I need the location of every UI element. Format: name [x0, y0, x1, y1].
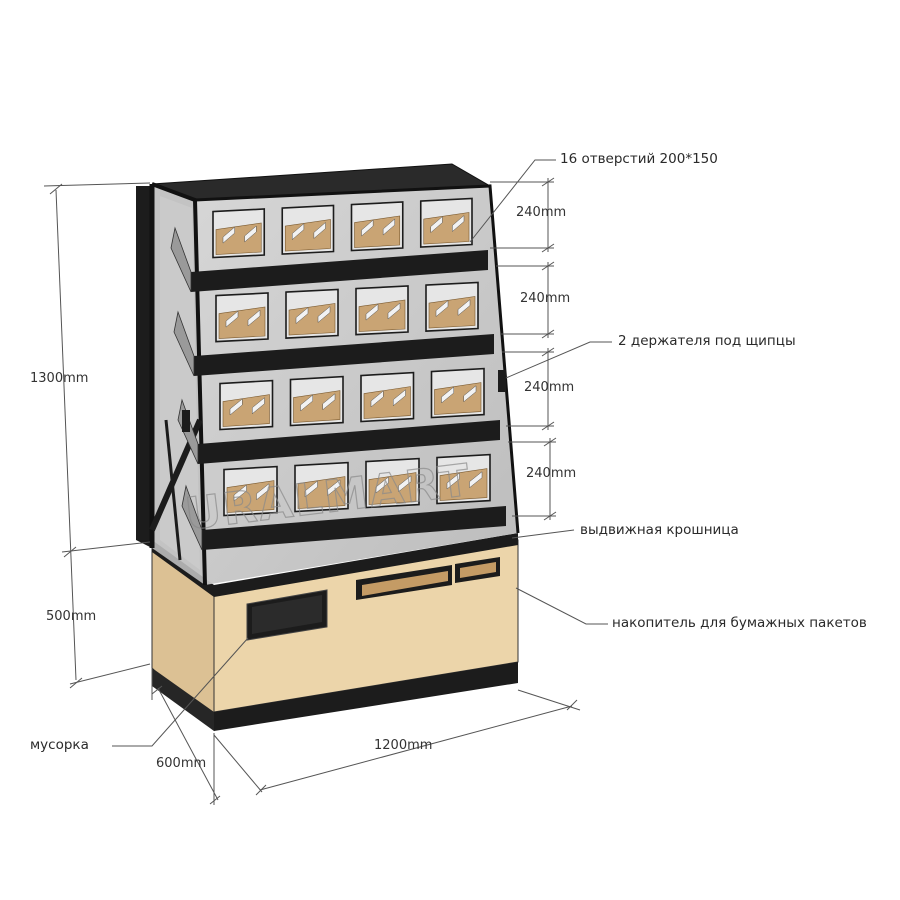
- dimension-depth: 600mm: [156, 756, 207, 771]
- bin-slot: [233, 484, 247, 502]
- dimension-lines: [43, 177, 581, 805]
- dimension-base-height: 500mm: [46, 609, 97, 624]
- shelf-rail: [202, 506, 506, 550]
- bin-slot: [435, 300, 449, 318]
- bin-slot: [441, 386, 454, 404]
- bin-slot: [252, 397, 265, 415]
- bin-slot: [387, 302, 401, 320]
- shelf-rail: [194, 334, 494, 376]
- bin-slot: [452, 214, 465, 233]
- shelf-rail: [198, 420, 500, 464]
- bin-tray: [226, 480, 275, 513]
- shelf-rail: [191, 250, 488, 292]
- bin-tray: [363, 386, 411, 419]
- bin-tray: [358, 299, 406, 332]
- callout-holes: 16 отверстий 200*150: [560, 151, 718, 167]
- bin-slot: [225, 310, 239, 328]
- bin-slot: [300, 394, 313, 412]
- bin-tray: [368, 472, 417, 505]
- tong-holders: [182, 370, 506, 432]
- bin-slot: [463, 385, 477, 403]
- bin-slot: [393, 389, 406, 407]
- leader-lines: [112, 159, 612, 747]
- wooden-base: [151, 533, 519, 732]
- bin-slot: [370, 390, 384, 408]
- bin-tray: [215, 222, 262, 255]
- bin-tray: [297, 476, 346, 509]
- bin-tray: [222, 394, 270, 427]
- callout-tong-holders: 2 держателя под щипцы: [618, 333, 796, 349]
- callout-crumb-tray: выдвижная крошница: [580, 522, 739, 538]
- bin-slot: [327, 479, 341, 497]
- bin-tray: [434, 382, 482, 415]
- bin-slot: [457, 298, 471, 317]
- dimension-width: 1200mm: [374, 738, 433, 753]
- bin-tray: [288, 303, 336, 336]
- bin-slot: [222, 226, 235, 244]
- bin-tray: [423, 212, 470, 245]
- callout-trash-bin: мусорка: [30, 737, 89, 753]
- bin-slot: [469, 471, 483, 489]
- dimension-total-height: 1300mm: [30, 371, 89, 386]
- bin-tray: [293, 390, 341, 423]
- bin-tray: [218, 306, 266, 339]
- bin-slot: [430, 216, 443, 234]
- bin-slot: [313, 221, 326, 240]
- dimension-tier-4: 240mm: [526, 466, 577, 481]
- shelf-side: [181, 484, 203, 551]
- dimension-tier-1: 240mm: [516, 205, 567, 220]
- bin-slot: [382, 218, 395, 236]
- bin-slot: [244, 225, 257, 243]
- bin-slot: [292, 223, 305, 241]
- shelf-side: [173, 310, 195, 377]
- dimension-tier-3: 240mm: [524, 380, 575, 395]
- bin-slot: [229, 398, 243, 416]
- shelf-rows: [170, 197, 506, 551]
- bin-slot: [446, 472, 460, 490]
- bin-tray: [354, 215, 401, 248]
- dimension-tier-2: 240mm: [520, 291, 571, 306]
- shelf-side: [170, 226, 192, 293]
- bin-tray: [428, 296, 476, 329]
- bin-tray: [284, 219, 331, 252]
- bin-slot: [256, 483, 270, 501]
- callout-bag-storage: накопитель для бумажных пакетов: [612, 615, 867, 631]
- bin-slot: [361, 219, 374, 237]
- bin-slot: [365, 303, 379, 321]
- bin-slot: [375, 476, 389, 494]
- bin-slot: [322, 393, 336, 411]
- bin-slot: [247, 309, 261, 327]
- bin-slot: [295, 307, 309, 325]
- bin-slot: [398, 475, 412, 493]
- bin-slot: [304, 480, 318, 498]
- bin-tray: [439, 468, 488, 501]
- bin-slot: [317, 305, 331, 324]
